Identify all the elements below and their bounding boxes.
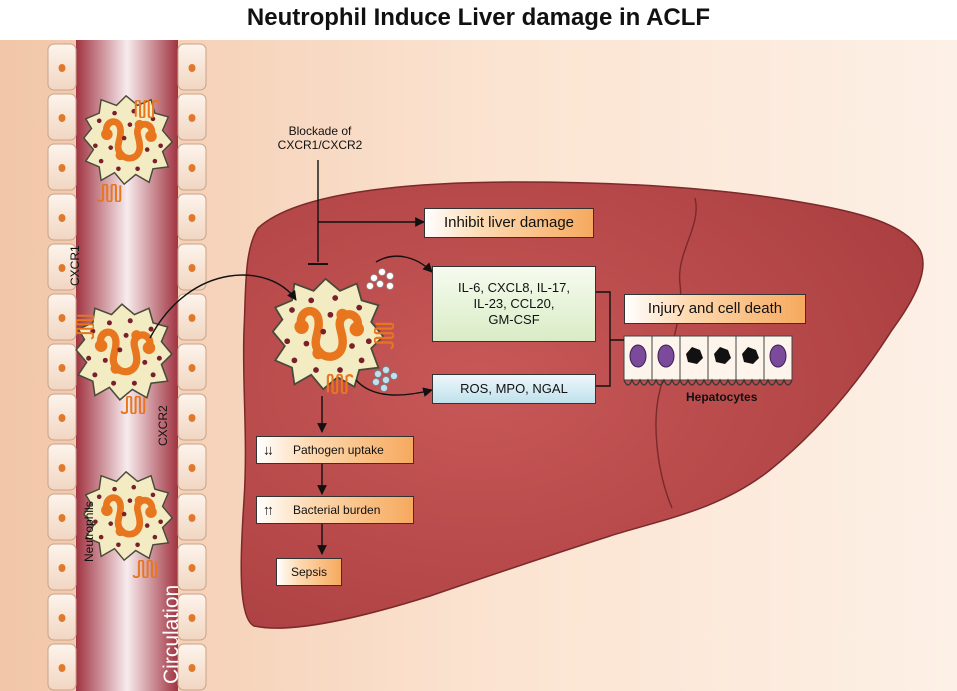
endothelial-nucleus xyxy=(58,464,66,472)
cxcr2-label: CXCR2 xyxy=(156,405,170,446)
sepsis-box: Sepsis xyxy=(276,558,342,586)
endothelial-nucleus xyxy=(188,414,196,422)
hepatocyte-cell xyxy=(763,335,793,381)
damaged-nucleus xyxy=(714,347,731,364)
endothelial-nucleus xyxy=(188,214,196,222)
injury-cell-death-box: Injury and cell death xyxy=(624,294,806,324)
hepatocyte-nucleus xyxy=(769,344,787,368)
damaged-nucleus xyxy=(686,347,703,364)
endothelial-nucleus xyxy=(188,164,196,172)
cytokines-box: IL-6, CXCL8, IL-17, IL-23, CCL20, GM-CSF xyxy=(432,266,596,342)
endothelial-wall-right xyxy=(177,43,207,691)
bacterial-burden-box: ↑↑ Bacterial burden xyxy=(256,496,414,524)
inhibit-liver-damage-box: Inhibit liver damage xyxy=(424,208,594,238)
circulation-label: Circulation xyxy=(160,584,183,684)
endothelial-nucleus xyxy=(188,464,196,472)
endothelial-nucleus xyxy=(188,114,196,122)
endothelial-nucleus xyxy=(58,514,66,522)
cytokine-granules xyxy=(366,268,394,290)
arrow-to-cytokines xyxy=(375,255,433,273)
hepatocyte-nucleus xyxy=(657,344,675,368)
endothelial-nucleus xyxy=(58,264,66,272)
pathogen-uptake-label: Pathogen uptake xyxy=(293,442,384,457)
ros-box: ROS, MPO, NGAL xyxy=(432,374,596,404)
blockade-label: Blockade of CXCR1/CXCR2 xyxy=(277,124,363,152)
endothelial-nucleus xyxy=(188,364,196,372)
hepatocytes xyxy=(623,335,793,386)
cxcr1-label: CXCR1 xyxy=(68,245,82,286)
endothelial-nucleus xyxy=(58,114,66,122)
migration-arrow xyxy=(149,274,297,339)
neutrophils-label: Neutrophils xyxy=(82,501,96,562)
endothelial-nucleus xyxy=(58,664,66,672)
diagram-title: Neutrophil Induce Liver damage in ACLF xyxy=(246,4,711,31)
arrow-to-ros xyxy=(355,379,433,397)
bacterial-burden-label: Bacterial burden xyxy=(293,502,381,517)
endothelial-nucleus xyxy=(188,314,196,322)
pathogen-uptake-box: ↓↓ Pathogen uptake xyxy=(256,436,414,464)
endothelial-nucleus xyxy=(58,64,66,72)
ros-granules xyxy=(372,366,398,392)
down-arrows-icon: ↓↓ xyxy=(263,441,274,458)
endothelial-nucleus xyxy=(58,564,66,572)
endothelial-nucleus xyxy=(58,614,66,622)
endothelial-nucleus xyxy=(188,514,196,522)
damaged-nucleus xyxy=(742,347,759,364)
hepatocyte-nucleus xyxy=(629,344,647,368)
hepatocytes-label: Hepatocytes xyxy=(686,390,758,404)
endothelial-nucleus xyxy=(58,214,66,222)
endothelial-nucleus xyxy=(188,64,196,72)
bracket-to-injury xyxy=(596,291,624,387)
endothelial-nucleus xyxy=(58,164,66,172)
endothelial-nucleus xyxy=(188,614,196,622)
endothelial-nucleus xyxy=(58,364,66,372)
endothelial-nucleus xyxy=(188,564,196,572)
endothelial-nucleus xyxy=(188,664,196,672)
endothelial-nucleus xyxy=(188,264,196,272)
endothelial-nucleus xyxy=(58,314,66,322)
endothelial-wall-left xyxy=(47,43,77,691)
endothelial-nucleus xyxy=(58,414,66,422)
up-arrows-icon: ↑↑ xyxy=(263,501,274,518)
